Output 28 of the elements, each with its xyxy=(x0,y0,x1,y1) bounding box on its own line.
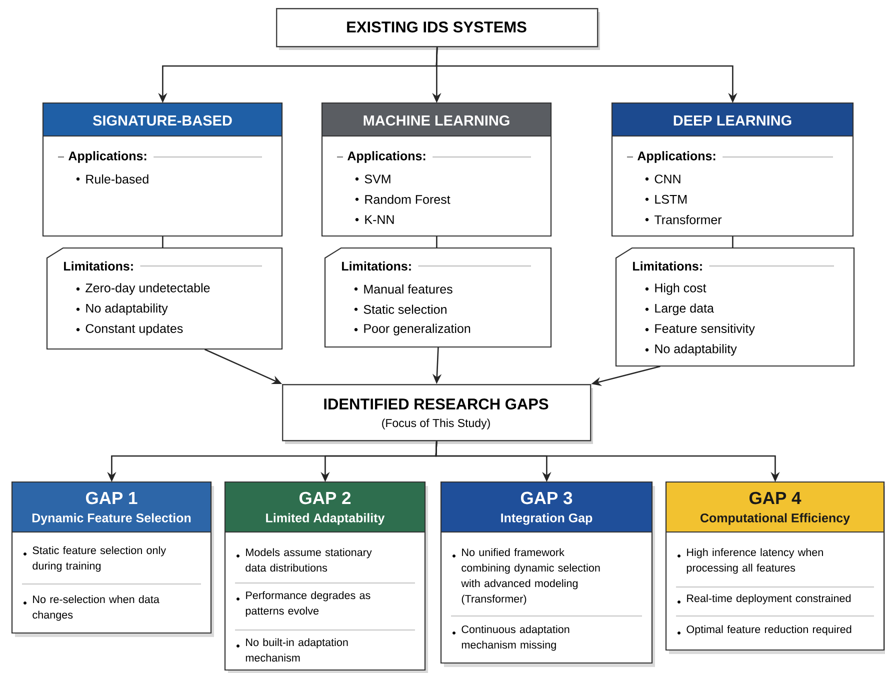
list-item: K-NN xyxy=(355,215,394,224)
section-heading: Applications: xyxy=(638,151,716,163)
title-box: EXISTING IDS SYSTEMS xyxy=(276,8,600,50)
connector-line xyxy=(162,236,164,248)
summary-box: IDENTIFIED RESEARCH GAPS (Focus of This Study) xyxy=(282,384,593,444)
list-item: Feature sensitivity xyxy=(645,324,755,336)
list-item: Random Forest xyxy=(355,194,450,204)
list-item: No adaptability xyxy=(76,303,168,316)
list-item: Constant updates xyxy=(76,324,183,336)
list-item: CNN xyxy=(645,174,680,184)
connector-line xyxy=(732,236,734,248)
list-item: High cost xyxy=(645,283,706,295)
section-heading: Applications: xyxy=(348,151,426,163)
list-item: SVM xyxy=(355,174,390,184)
list-item: Static selection xyxy=(354,304,446,314)
section-heading: Limitations: xyxy=(64,261,133,271)
list-item: LSTM xyxy=(645,194,687,204)
section-heading: Limitations: xyxy=(342,261,411,271)
connector-line xyxy=(436,236,438,248)
list-item: Transformer xyxy=(645,215,722,224)
list-item: Rule-based xyxy=(76,174,148,184)
section-heading: Applications: xyxy=(68,151,146,163)
list-item: Poor generalization xyxy=(354,324,470,336)
list-item: Large data xyxy=(645,303,714,316)
list-item: Zero-day undetectable xyxy=(76,283,210,295)
list-item: No adaptability xyxy=(645,344,737,356)
section-heading: Limitations: xyxy=(633,261,702,271)
list-item: Manual features xyxy=(354,284,452,294)
